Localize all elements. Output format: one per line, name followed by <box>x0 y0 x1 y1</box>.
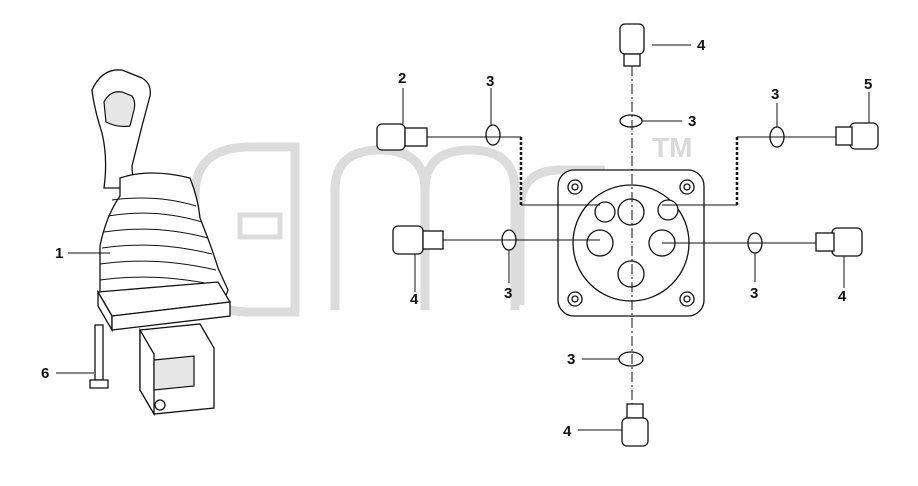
valve-body <box>557 169 705 317</box>
watermark-tm: TM <box>652 132 692 163</box>
callout-5: 5 <box>864 76 872 93</box>
fitting-right-upper <box>835 122 879 150</box>
callout-labels: 1 6 2 3 4 3 3 5 4 3 3 4 3 4 <box>41 37 872 440</box>
fitting-right-lower <box>815 227 863 257</box>
callout-3-top: 3 <box>688 113 696 130</box>
callout-4-bottom: 4 <box>563 423 572 440</box>
centre-lines <box>427 66 836 404</box>
callout-6: 6 <box>41 365 49 382</box>
callout-3-bottom: 3 <box>567 351 575 368</box>
callout-3-right-lower: 3 <box>750 285 758 302</box>
callout-3-left-upper: 3 <box>486 73 494 90</box>
callout-1: 1 <box>55 245 63 262</box>
fitting-left-lower <box>392 225 444 255</box>
leader-lines <box>56 44 870 431</box>
bolt <box>89 324 109 389</box>
callout-4-top: 4 <box>697 37 706 54</box>
fitting-top <box>619 23 645 67</box>
fitting-left-upper <box>376 123 428 151</box>
callout-3-left-lower: 3 <box>504 285 512 302</box>
callout-2: 2 <box>398 70 406 87</box>
callout-4-right: 4 <box>838 288 847 305</box>
joystick-assembly <box>91 69 232 417</box>
fitting-bottom <box>621 403 649 447</box>
callout-3-right-upper: 3 <box>771 86 779 103</box>
callout-4-left: 4 <box>410 291 419 308</box>
